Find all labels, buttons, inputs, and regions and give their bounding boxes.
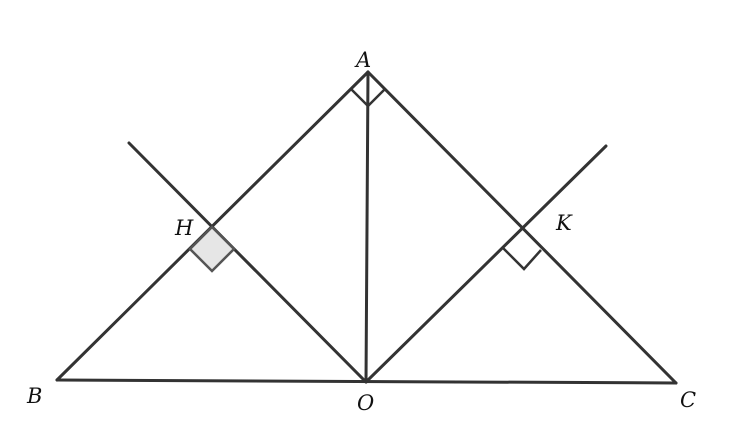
label-h: H [174,216,194,240]
right-angle-mark-a [350,88,386,108]
line-oh-extended [127,141,368,384]
label-b: B [26,384,42,408]
right-angle-mark-h [188,225,236,273]
label-k: K [555,211,573,235]
label-o: O [357,391,374,415]
label-a: A [354,48,371,72]
line-ok-extended [364,144,608,384]
label-c: C [680,388,696,412]
segment-ao [364,70,370,384]
right-angle-mark-k [501,246,542,271]
